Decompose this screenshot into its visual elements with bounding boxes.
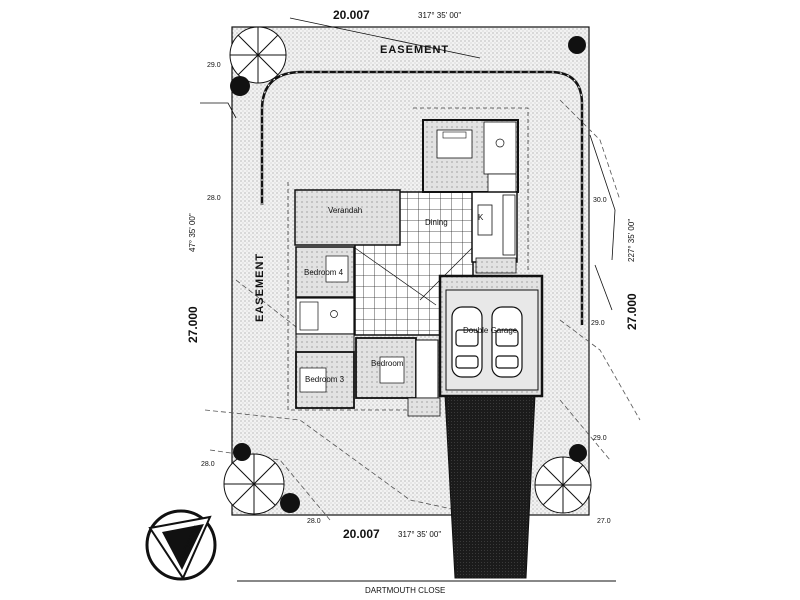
contour-label: 27.0 (597, 518, 611, 525)
north-arrow-icon: NORTH (145, 509, 217, 581)
setback-line (287, 107, 529, 411)
tree-bottom-left (223, 453, 285, 515)
top-bearing: 317° 35' 00" (418, 11, 461, 20)
easement-left-label: EASEMENT (254, 253, 266, 322)
car-left (451, 306, 483, 378)
easement-line (260, 70, 584, 325)
right-length: 27.000 (625, 293, 639, 330)
bottom-bearing: 317° 35' 00" (398, 530, 441, 539)
car-right (491, 306, 523, 378)
driveway (444, 394, 536, 579)
room-label-bedroom-3: Bedroom 3 (305, 375, 345, 384)
left-bearing: 47° 35' 00" (188, 213, 197, 252)
room-label-kitchen: K (478, 213, 484, 222)
tree-top-left (229, 26, 287, 84)
room-label-bedroom-4: Bedroom 4 (304, 268, 344, 277)
contour-label: 28.0 (201, 461, 215, 468)
left-length: 27.000 (186, 306, 200, 343)
contour-label: 29.0 (591, 320, 605, 327)
top-length: 20.007 (333, 8, 370, 22)
entry (415, 339, 439, 399)
shrubs (230, 36, 587, 513)
house (294, 119, 544, 417)
ensuite (483, 121, 517, 175)
verandah-area (294, 189, 401, 246)
contour-label: 30.0 (593, 197, 607, 204)
room-label-verandah: Verandah (328, 206, 362, 215)
bottom-length: 20.007 (343, 527, 380, 541)
room-label-bedroom: Bedroom (371, 359, 404, 368)
contour-label: 29.0 (207, 62, 221, 69)
tree-bottom-right (534, 456, 592, 514)
contour-label: 28.0 (207, 195, 221, 202)
contour-label: 28.0 (307, 518, 321, 525)
contour-label: 29.0 (593, 435, 607, 442)
room-label-garage: Double Garage (463, 326, 518, 335)
easement-top-label: EASEMENT (380, 44, 449, 56)
room-label-dining: Dining (425, 218, 448, 227)
street-name: DARTMOUTH CLOSE (365, 586, 445, 595)
right-bearing: 227° 35' 00" (627, 219, 636, 262)
